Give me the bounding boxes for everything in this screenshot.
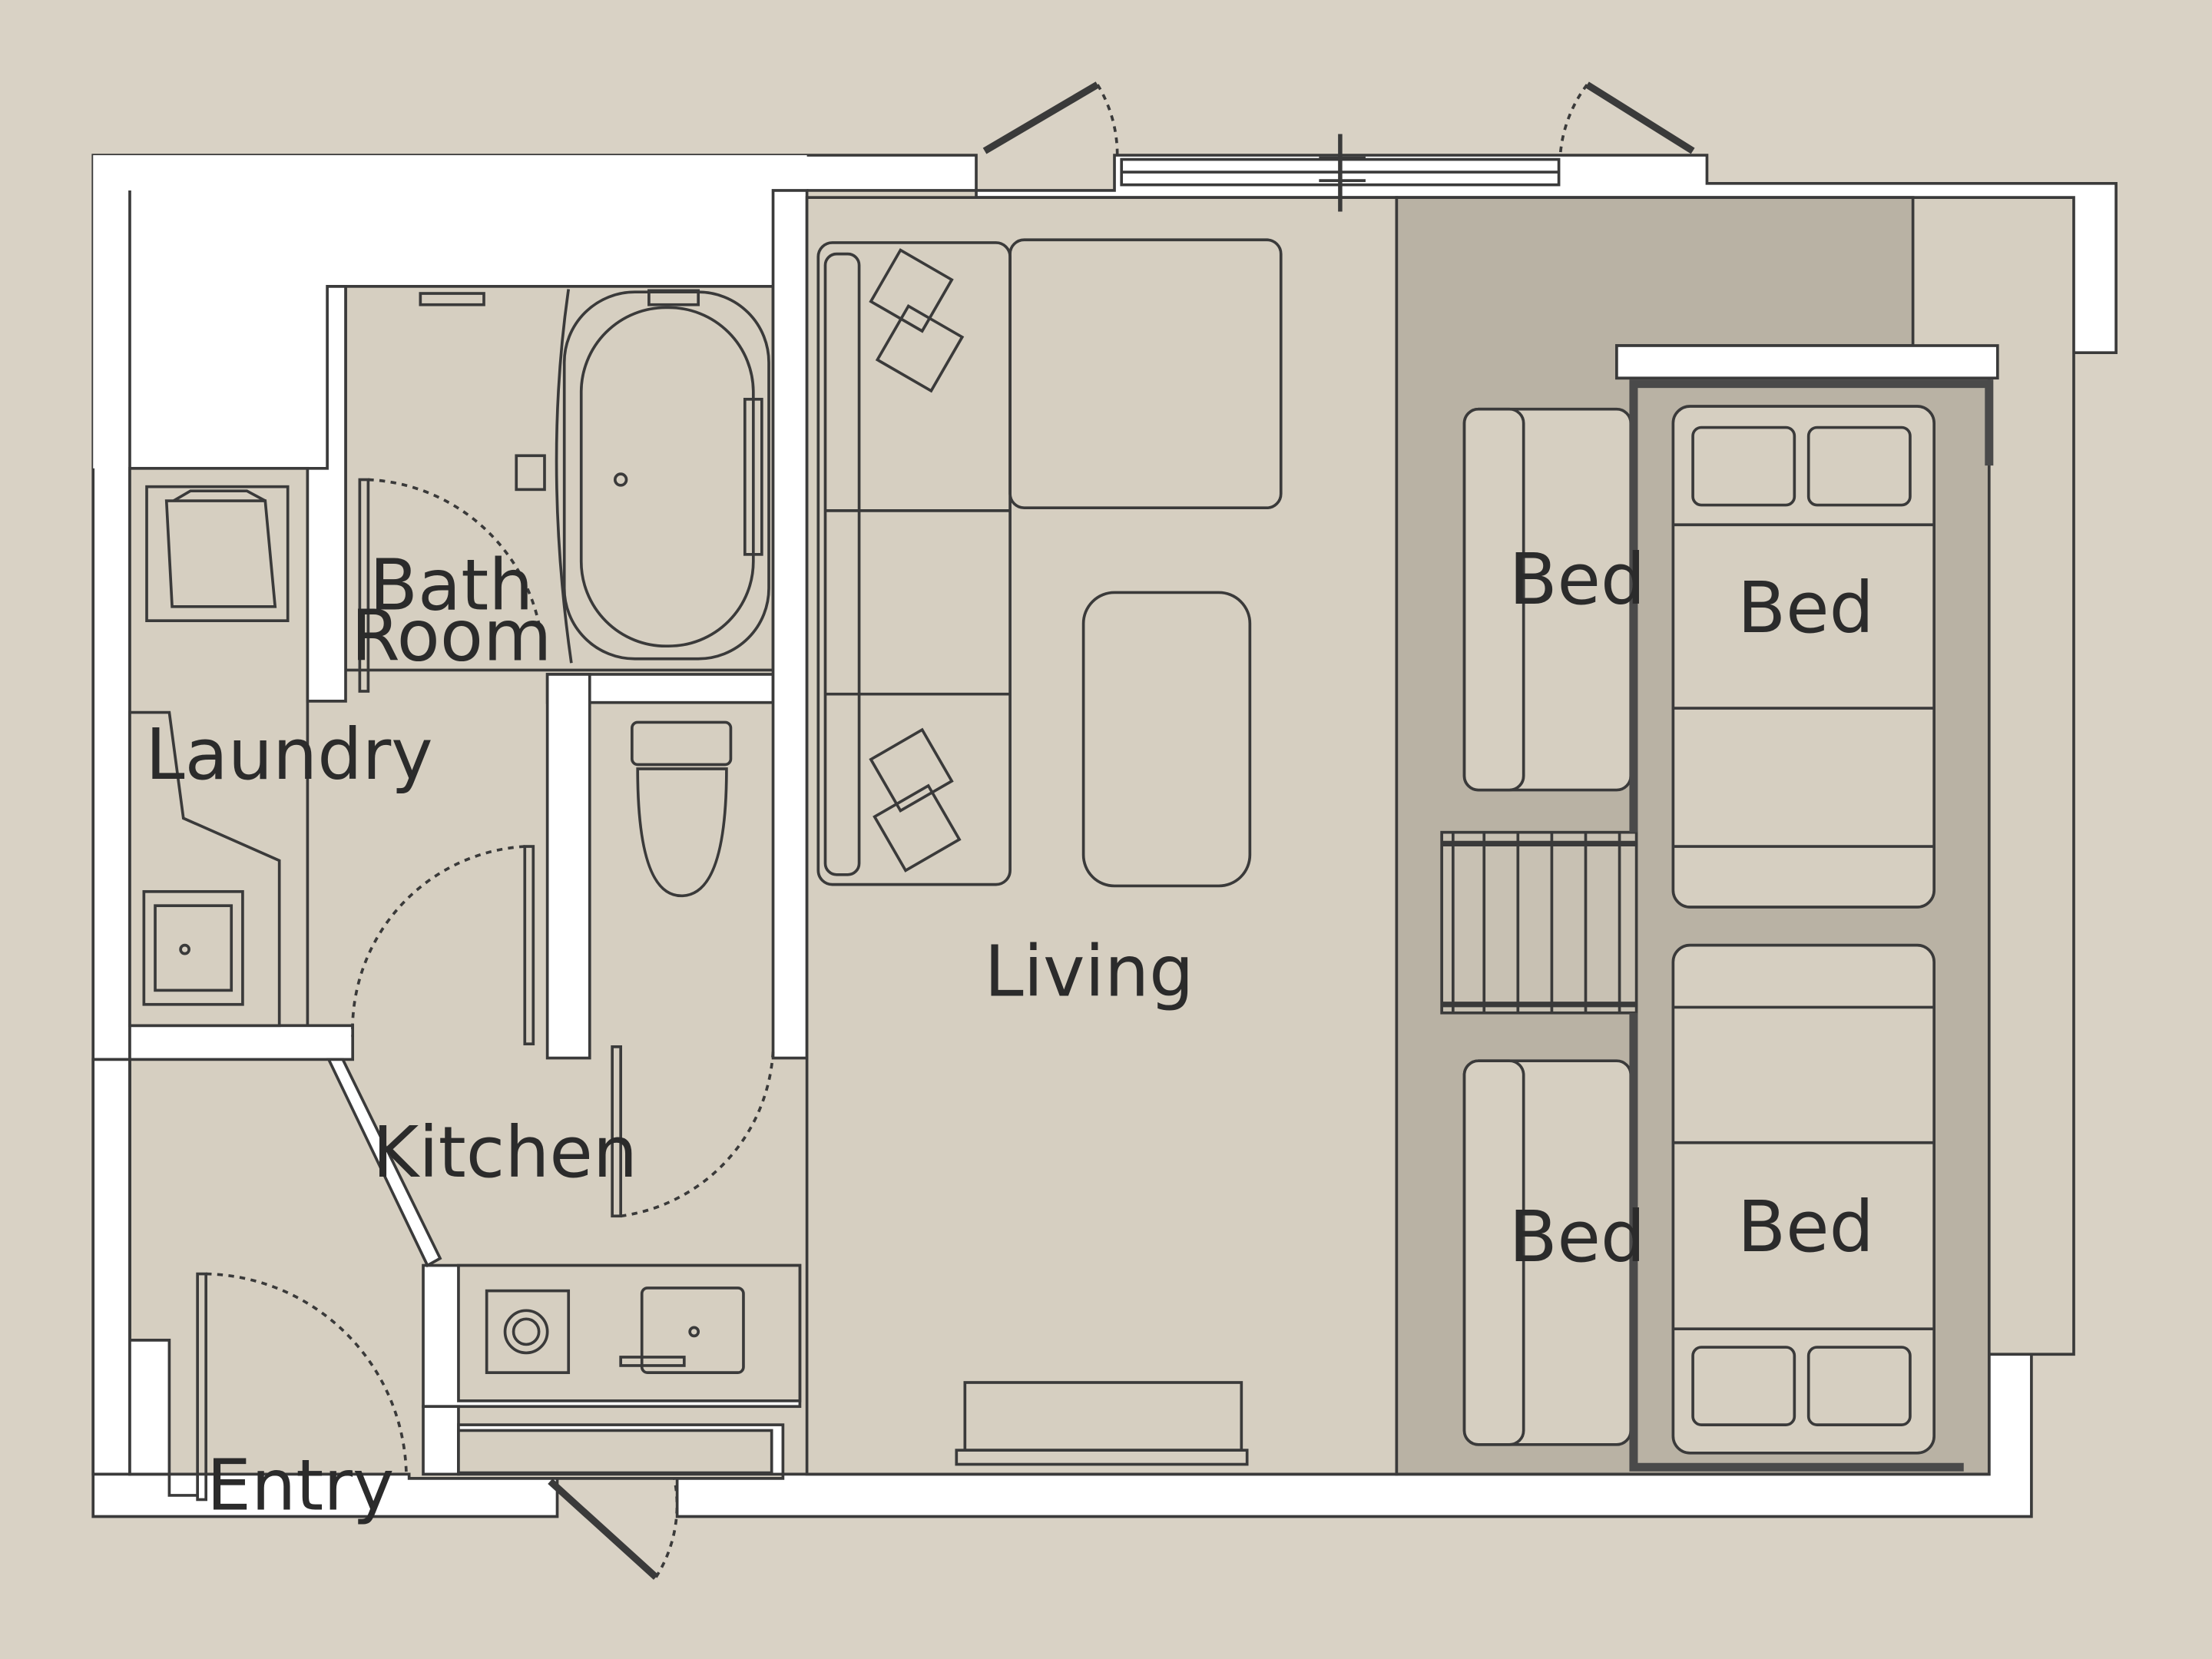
room-label-bathroom: Bath	[369, 544, 533, 626]
entry-wall	[128, 1059, 199, 1497]
room-label-bed: Bed	[1509, 1196, 1646, 1278]
tv-stand-icon	[955, 1381, 1249, 1466]
bunk-bed-icon	[1462, 407, 1633, 1446]
living-zone	[805, 196, 1399, 1476]
toilet-icon	[631, 720, 733, 898]
sink-icon	[619, 1286, 745, 1374]
stove-icon	[422, 1263, 802, 1409]
door-swing-icon	[982, 81, 1695, 156]
door-swing-icon	[351, 845, 535, 1046]
washing-machine-icon	[145, 485, 290, 622]
door-swing-icon	[358, 478, 545, 693]
room-label-living: Living	[984, 931, 1194, 1013]
room-label-bed: Bed	[1737, 567, 1874, 649]
room-label-laundry: Laundry	[145, 714, 432, 796]
window-icon	[1120, 134, 1561, 212]
bunk-bed-icon	[1671, 405, 1936, 1455]
room-label-bed: Bed	[1509, 538, 1646, 621]
door-swing-icon	[196, 1272, 679, 1580]
room-label-kitchen: Kitchen	[373, 1111, 637, 1194]
room-label-entry: Entry	[207, 1444, 394, 1526]
interior-walls	[326, 1058, 785, 1476]
bunk-bed-icon	[1629, 379, 1994, 1472]
door-swing-icon	[611, 1045, 775, 1218]
sofa-icon	[816, 238, 1283, 886]
interior-walls	[91, 189, 809, 1476]
room-label-bathroom: Room	[351, 595, 552, 677]
room-label-bed: Bed	[1737, 1186, 1874, 1268]
sink-icon	[128, 710, 281, 1028]
coffee-table-icon	[1081, 591, 1252, 888]
bathtub-icon	[419, 289, 770, 664]
stairs-icon	[1440, 830, 1638, 1015]
bathroom-area	[344, 285, 775, 672]
